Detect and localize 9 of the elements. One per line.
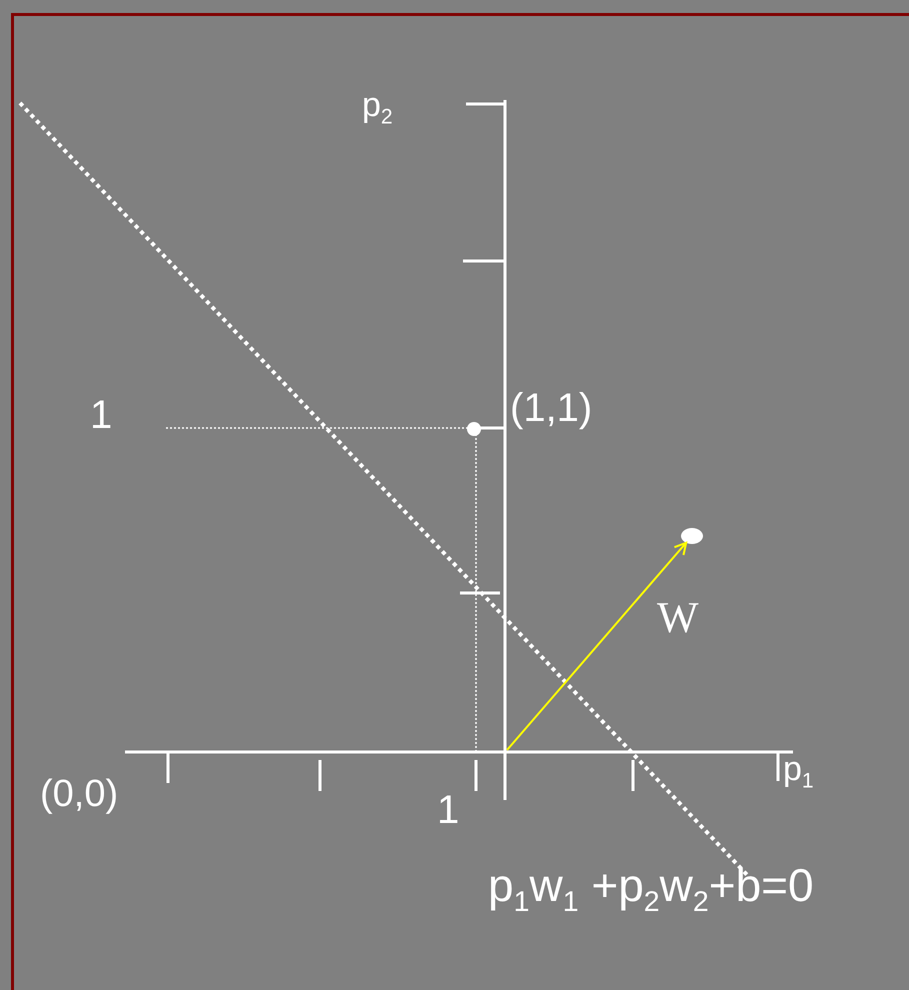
- axis-label: (1,1): [510, 388, 592, 428]
- axis-label: p$_{1}$: [783, 752, 814, 786]
- vector-tip-dot: [681, 528, 703, 544]
- axis-label: (0,0): [40, 775, 118, 813]
- axis-label: 1: [90, 395, 112, 435]
- edge-label: W: [657, 596, 699, 640]
- vector-arrow: [506, 542, 688, 751]
- axis-label: 1: [437, 790, 460, 830]
- axis-label: p$_{2}$: [362, 88, 393, 122]
